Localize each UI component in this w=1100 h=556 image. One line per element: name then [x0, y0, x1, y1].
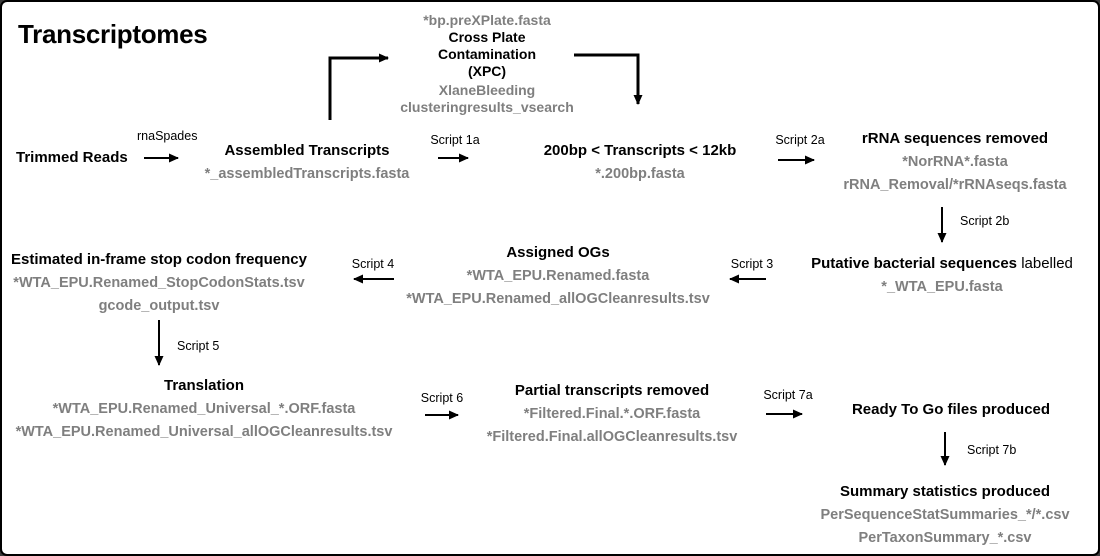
output-filename: PerSequenceStatSummaries_*/*.csv	[820, 507, 1070, 523]
node-label: Assembled Transcripts	[224, 142, 390, 159]
node-label-line: (XPC)	[467, 63, 507, 79]
page-title: Transcriptomes	[18, 19, 208, 49]
edge-label-script-1a: Script 1a	[430, 133, 480, 147]
node-label: Partial transcripts removed	[514, 382, 710, 399]
output-filename: rRNA_Removal/*rRNAseqs.fasta	[843, 177, 1067, 193]
node-label-line: Cross Plate	[448, 29, 526, 45]
output-file-list: XlaneBleeding clusteringresults_vsearch	[396, 82, 578, 116]
node-assembled-transcripts: Assembled Transcripts *_assembledTranscr…	[195, 141, 419, 186]
output-filename: gcode_output.tsv	[98, 298, 220, 314]
node-label: Ready To Go files produced	[851, 401, 1051, 418]
output-filename: *Filtered.Final.*.ORF.fasta	[523, 406, 701, 422]
node-assigned-ogs: Assigned OGs *WTA_EPU.Renamed.fasta *WTA…	[391, 243, 725, 311]
output-filename: *WTA_EPU.Renamed_Universal_allOGCleanres…	[15, 424, 393, 440]
edge-label-script-7a: Script 7a	[763, 388, 813, 402]
node-label: Estimated in-frame stop codon frequency	[11, 251, 307, 268]
node-label-regular-part: labelled	[1021, 255, 1073, 272]
edge-label-script-4: Script 4	[351, 257, 395, 271]
arrow-assembled-to-xpc	[328, 53, 389, 120]
node-label: rRNA sequences removed	[861, 130, 1049, 147]
node-partial-removed: Partial transcripts removed *Filtered.Fi…	[477, 381, 747, 449]
node-ready-to-go: Ready To Go files produced	[840, 400, 1062, 422]
output-filename: *WTA_EPU.Renamed_allOGCleanresults.tsv	[406, 291, 710, 307]
output-filename: XlaneBleeding	[438, 82, 536, 98]
output-filename: *NorRNA*.fasta	[902, 154, 1008, 170]
node-cross-plate-contamination: *bp.preXPlate.fasta Cross Plate Contamin…	[396, 12, 578, 116]
edge-label-script-2a: Script 2a	[775, 133, 825, 147]
output-filename: *.200bp.fasta	[595, 166, 685, 182]
edge-label-script-6: Script 6	[420, 391, 464, 405]
node-size-filtered: 200bp < Transcripts < 12kb *.200bp.fasta	[530, 141, 750, 186]
output-filename: *WTA_EPU.Renamed_StopCodonStats.tsv	[13, 275, 305, 291]
node-rrna-removed: rRNA sequences removed *NorRNA*.fasta rR…	[830, 129, 1080, 197]
output-filename: *WTA_EPU.Renamed_Universal_*.ORF.fasta	[52, 401, 356, 417]
node-translation: Translation *WTA_EPU.Renamed_Universal_*…	[10, 376, 398, 444]
node-label-line: Contamination	[438, 46, 536, 62]
node-label: Assigned OGs	[506, 244, 610, 261]
node-label-bold-part: Putative bacterial sequences	[811, 255, 1018, 272]
edge-label-script-5: Script 5	[177, 339, 220, 353]
output-filename: *Filtered.Final.allOGCleanresults.tsv	[486, 429, 738, 445]
output-filename: PerTaxonSummary_*.csv	[858, 530, 1032, 546]
edge-label-script-3: Script 3	[730, 257, 774, 271]
node-trimmed-reads: Trimmed Reads	[16, 148, 128, 170]
node-label: Trimmed Reads	[16, 149, 128, 166]
edge-label-script-2b: Script 2b	[960, 214, 1010, 228]
node-stop-codon-frequency: Estimated in-frame stop codon frequency …	[9, 250, 309, 318]
edge-label-rnaspades: rnaSpades	[137, 129, 198, 143]
node-summary-stats: Summary statistics produced PerSequenceS…	[805, 482, 1085, 550]
input-filename: *bp.preXPlate.fasta	[423, 12, 551, 28]
edge-label-script-7b: Script 7b	[967, 443, 1017, 457]
output-filename: *WTA_EPU.Renamed.fasta	[466, 268, 650, 284]
node-label: Translation	[163, 377, 245, 394]
arrow-xpc-to-sizefilter	[574, 53, 643, 105]
output-filename: clusteringresults_vsearch	[400, 99, 574, 115]
output-filename: *_assembledTranscripts.fasta	[204, 166, 410, 182]
output-filename: *_WTA_EPU.fasta	[881, 279, 1003, 295]
node-label: Summary statistics produced	[839, 483, 1051, 500]
node-label: 200bp < Transcripts < 12kb	[543, 142, 737, 159]
node-putative-bacterial: Putative bacterial sequences labelled *_…	[780, 254, 1098, 299]
node-label: Putative bacterial sequences labelled	[780, 254, 1098, 274]
